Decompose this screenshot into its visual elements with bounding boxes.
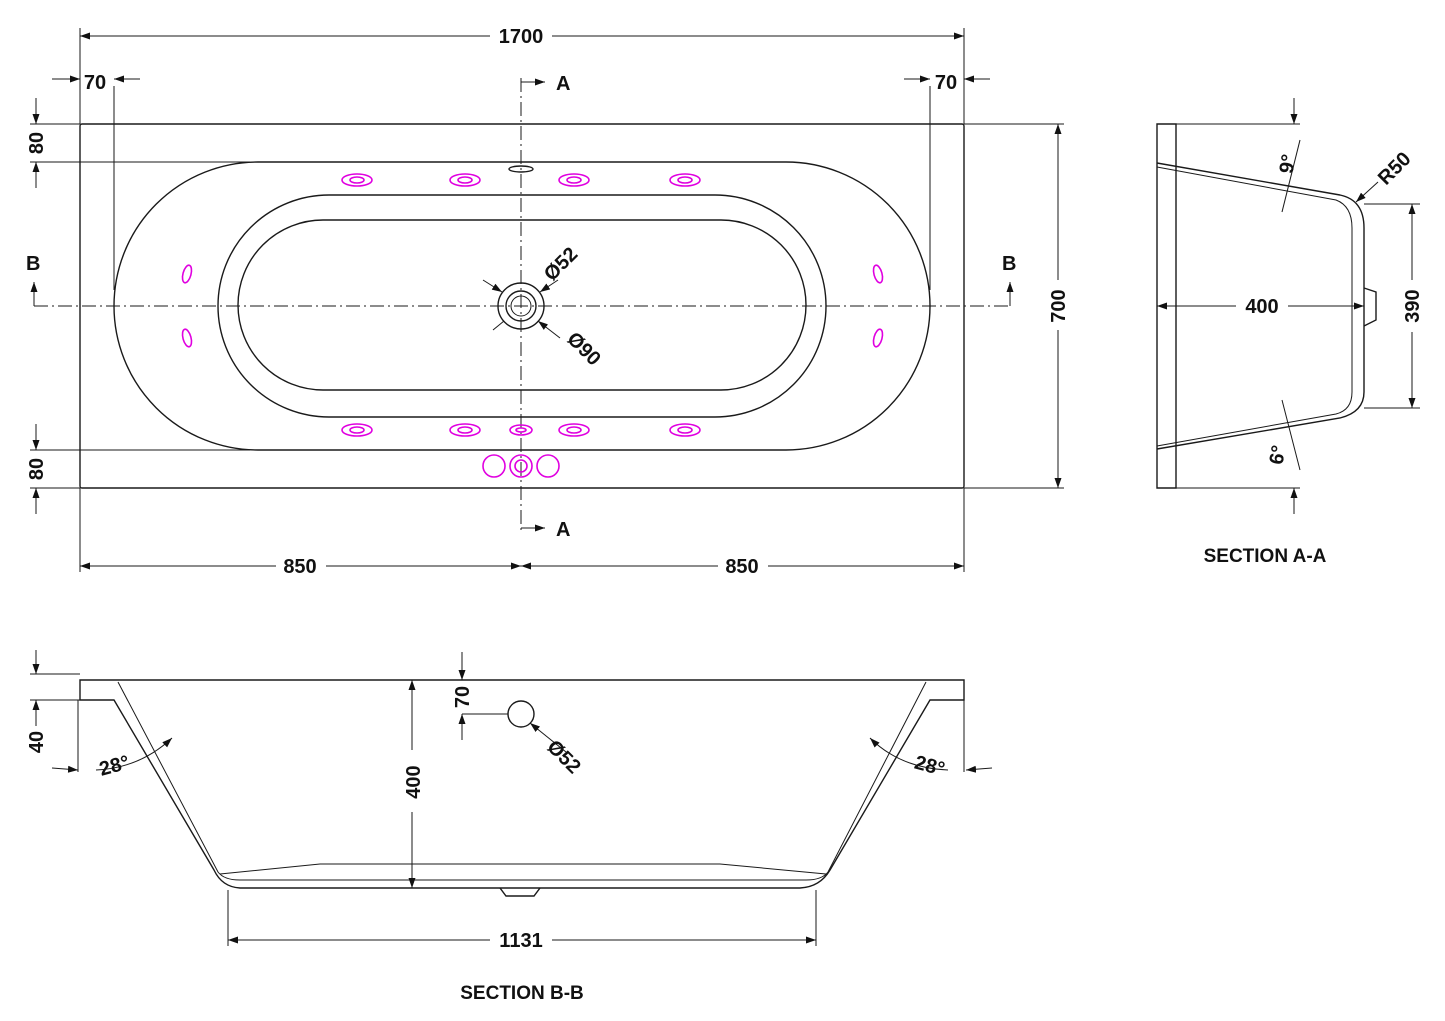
jets-top-row bbox=[341, 173, 701, 187]
jets-end bbox=[181, 264, 884, 348]
plan-floor bbox=[237, 219, 807, 391]
jet bbox=[558, 173, 590, 187]
dim-waste-dia: Ø52 bbox=[540, 243, 582, 285]
angle-top: 9° bbox=[1276, 153, 1301, 176]
section-b-marker-left: B bbox=[26, 253, 40, 275]
section-a-a: 9° 6° R50 400 390 SECTION A-A bbox=[1156, 98, 1424, 567]
section-b-b: Ø52 70 40 400 28° 28° 1131 SECTION B-B bbox=[26, 650, 993, 1004]
jet bbox=[669, 423, 701, 437]
dim-height-aa: 390 bbox=[1402, 289, 1424, 322]
overflow-slot bbox=[508, 165, 534, 173]
dim-half-left: 850 bbox=[283, 556, 316, 578]
dim-overflow-offset: 70 bbox=[452, 686, 474, 708]
angle-right: 28° bbox=[912, 752, 947, 781]
dim-rim-right: 70 bbox=[935, 72, 957, 94]
jet bbox=[341, 423, 373, 437]
control-buttons bbox=[482, 454, 560, 478]
jet bbox=[509, 424, 533, 436]
dim-depth-aa: 400 bbox=[1245, 296, 1278, 318]
jets-bottom-row bbox=[341, 423, 701, 437]
jet bbox=[449, 423, 481, 437]
section-b-title: SECTION B-B bbox=[460, 983, 584, 1004]
section-b-marker-right: B bbox=[1002, 253, 1016, 275]
dim-rim-left: 70 bbox=[84, 72, 106, 94]
section-a-marker-bottom: A bbox=[556, 519, 570, 541]
jet bbox=[341, 173, 373, 187]
dim-lip: 40 bbox=[26, 731, 48, 753]
plan-view: 1700 70 70 A A B B 80 80 700 bbox=[26, 26, 1070, 578]
angle-left: 28° bbox=[97, 752, 132, 781]
section-a-title: SECTION A-A bbox=[1204, 546, 1327, 567]
dim-base-length: 1131 bbox=[499, 930, 542, 952]
section-a-marker-top: A bbox=[556, 73, 570, 95]
dim-half-right: 850 bbox=[725, 556, 758, 578]
dim-depth-bb: 400 bbox=[403, 765, 425, 798]
jet bbox=[449, 173, 481, 187]
angle-bottom: 6° bbox=[1266, 444, 1291, 467]
dim-rim-bottom: 80 bbox=[26, 458, 48, 480]
dim-width: 700 bbox=[1048, 289, 1070, 322]
dim-total-length: 1700 bbox=[499, 26, 544, 48]
jet bbox=[558, 423, 590, 437]
dim-rim-top: 80 bbox=[26, 132, 48, 154]
dim-radius: R50 bbox=[1374, 148, 1416, 190]
section-b-profile bbox=[79, 679, 965, 889]
dim-outlet-dia: Ø90 bbox=[562, 328, 604, 370]
dim-overflow-dia: Ø52 bbox=[542, 736, 584, 778]
jet bbox=[669, 173, 701, 187]
waste-outlet bbox=[482, 279, 561, 339]
